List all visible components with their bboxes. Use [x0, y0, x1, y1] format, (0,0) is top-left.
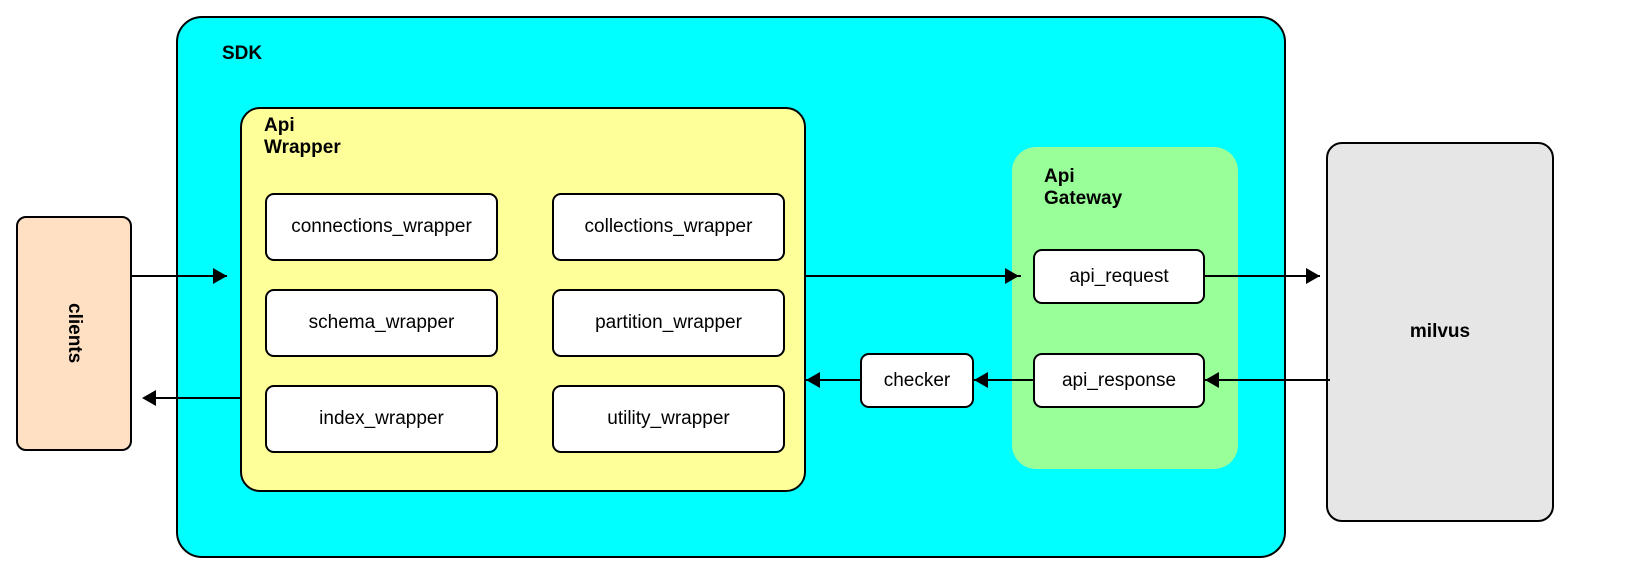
api-request-node[interactable]: api_request — [1033, 249, 1205, 304]
connector-sdk-to-clients-line — [156, 397, 241, 399]
connector-checker-to-wrapper-arrowhead — [806, 372, 820, 388]
checker-node[interactable]: checker — [860, 353, 974, 408]
module-label: schema_wrapper — [308, 312, 455, 333]
module-schema-wrapper[interactable]: schema_wrapper — [265, 289, 498, 357]
api-gateway-label: Api Gateway — [1044, 166, 1123, 210]
sdk-label: SDK — [222, 43, 263, 64]
connector-response-to-checker-arrowhead — [974, 372, 988, 388]
connector-response-to-checker-line — [974, 379, 1033, 381]
connector-request-to-milvus-line — [1205, 275, 1320, 277]
module-connections-wrapper[interactable]: connections_wrapper — [265, 193, 498, 261]
module-label: collections_wrapper — [584, 216, 753, 237]
module-label: index_wrapper — [319, 408, 444, 429]
api-wrapper-label: Api Wrapper — [264, 115, 341, 159]
module-label: partition_wrapper — [595, 312, 742, 333]
connector-clients-to-sdk-line — [132, 275, 227, 277]
module-partition-wrapper[interactable]: partition_wrapper — [552, 289, 785, 357]
connector-checker-to-wrapper-line — [806, 379, 860, 381]
connector-request-to-milvus-arrowhead — [1306, 268, 1320, 284]
checker-label: checker — [883, 369, 951, 391]
api-gateway-container[interactable] — [1012, 147, 1238, 469]
connector-clients-to-sdk-arrowhead — [213, 268, 227, 284]
api-response-label: api_response — [1061, 369, 1177, 391]
module-label: utility_wrapper — [607, 408, 730, 429]
milvus-label: milvus — [1409, 321, 1471, 342]
connector-sdk-to-clients-arrowhead — [142, 390, 156, 406]
module-utility-wrapper[interactable]: utility_wrapper — [552, 385, 785, 453]
connector-milvus-to-response-line — [1205, 379, 1330, 381]
connector-wrapper-to-request-line — [806, 275, 1021, 277]
milvus-node[interactable]: milvus — [1326, 142, 1554, 522]
module-collections-wrapper[interactable]: collections_wrapper — [552, 193, 785, 261]
api-request-label: api_request — [1069, 265, 1169, 287]
connector-milvus-to-response-arrowhead — [1205, 372, 1219, 388]
clients-node[interactable]: clients — [16, 216, 132, 451]
connector-wrapper-to-request-arrowhead — [1005, 268, 1019, 284]
module-label: connections_wrapper — [291, 216, 472, 237]
clients-label: clients — [64, 303, 85, 364]
module-index-wrapper[interactable]: index_wrapper — [265, 385, 498, 453]
api-response-node[interactable]: api_response — [1033, 353, 1205, 408]
